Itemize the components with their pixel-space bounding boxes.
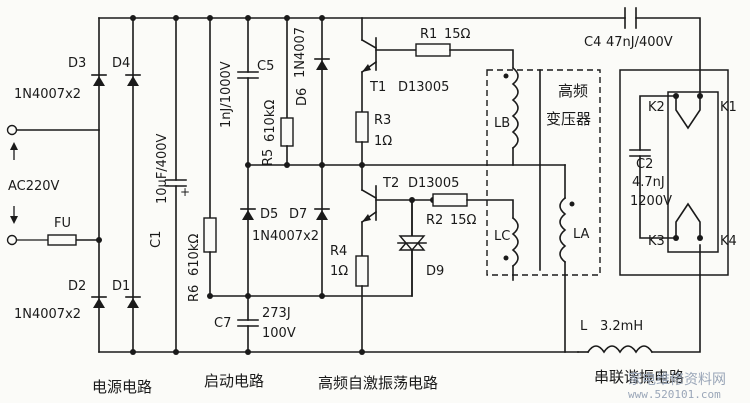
label-lb: LB — [494, 116, 510, 131]
label-c5-value: 1nJ/1000V — [219, 61, 234, 128]
label-d6: D6 — [295, 88, 310, 106]
label-c7: C7 — [214, 316, 231, 331]
label-r3: R3 — [374, 113, 391, 128]
junction-dots — [96, 15, 436, 355]
label-c4-value: 47nJ/400V — [606, 35, 673, 50]
label-d7: D7 — [289, 207, 307, 222]
section-resonant: 串联谐振电路 — [594, 368, 684, 386]
ac-input — [6, 124, 48, 246]
label-t2: T2 — [382, 176, 399, 191]
label-t1-type: D13005 — [398, 80, 449, 95]
section-startup: 启动电路 — [204, 372, 264, 390]
label-l: L — [580, 319, 588, 334]
section-oscillator: 高频自激振荡电路 — [318, 374, 438, 392]
label-r1: R1 — [420, 27, 437, 42]
label-c7-value1: 273J — [262, 306, 291, 321]
label-c2-value2: 1200V — [630, 194, 672, 209]
label-r6-value: 610kΩ — [187, 234, 202, 276]
label-k2: K2 — [648, 100, 665, 115]
label-c2-value1: 4.7nJ — [632, 175, 665, 190]
label-d3: D3 — [68, 56, 86, 71]
label-fu: FU — [54, 216, 71, 231]
label-transformer-1: 高频 — [558, 82, 588, 100]
label-d5d7-type: 1N4007x2 — [252, 229, 319, 244]
transistor-t1 — [355, 17, 514, 166]
label-r4: R4 — [330, 244, 347, 259]
diode-d9 — [397, 199, 427, 297]
label-t2-type: D13005 — [408, 176, 459, 191]
label-l-value: 3.2mH — [600, 319, 643, 334]
label-ac: AC220V — [8, 179, 60, 194]
svg-text:+: + — [180, 185, 190, 199]
label-c7-value2: 100V — [262, 326, 296, 341]
label-c5: C5 — [257, 59, 274, 74]
label-r3-value: 1Ω — [374, 134, 392, 149]
label-r2-value: 15Ω — [450, 213, 477, 228]
label-d3d4-type: 1N4007x2 — [14, 87, 81, 102]
capacitor-c1: + — [165, 17, 190, 353]
bridge-rectifier — [15, 17, 141, 353]
label-t1: T1 — [369, 80, 386, 95]
label-r1-value: 15Ω — [444, 27, 471, 42]
transistor-t2 — [355, 164, 514, 353]
label-k1: K1 — [720, 100, 737, 115]
label-r6: R6 — [187, 285, 202, 302]
label-k4: K4 — [720, 234, 737, 249]
resonant-circuit — [577, 7, 729, 354]
transformer-boundary — [486, 69, 601, 276]
label-r4-value: 1Ω — [330, 264, 348, 279]
label-d6-type: 1N4007 — [293, 27, 308, 78]
label-d2: D2 — [68, 279, 86, 294]
label-c1-value: 10μF/400V — [155, 134, 170, 204]
label-c1: C1 — [149, 231, 164, 248]
label-r2: R2 — [426, 213, 443, 228]
label-lc: LC — [494, 229, 510, 244]
label-r5-value: 610kΩ — [263, 100, 278, 142]
label-r5: R5 — [261, 149, 276, 166]
transformer-coils — [503, 66, 575, 353]
label-d1d2-type: 1N4007x2 — [14, 307, 81, 322]
fuse-symbol — [47, 234, 77, 246]
watermark-text: 家电维修资料网 — [628, 371, 726, 388]
section-power: 电源电路 — [92, 378, 152, 396]
label-d5: D5 — [260, 207, 278, 222]
label-d1: D1 — [112, 279, 130, 294]
label-d4: D4 — [112, 56, 130, 71]
label-transformer-2: 变压器 — [546, 110, 591, 128]
label-c2: C2 — [636, 157, 653, 172]
label-k3: K3 — [648, 234, 665, 249]
watermark-url: www.520101.com — [628, 388, 721, 401]
label-c4: C4 — [584, 35, 601, 50]
label-la: LA — [573, 227, 590, 242]
label-d9: D9 — [426, 264, 444, 279]
